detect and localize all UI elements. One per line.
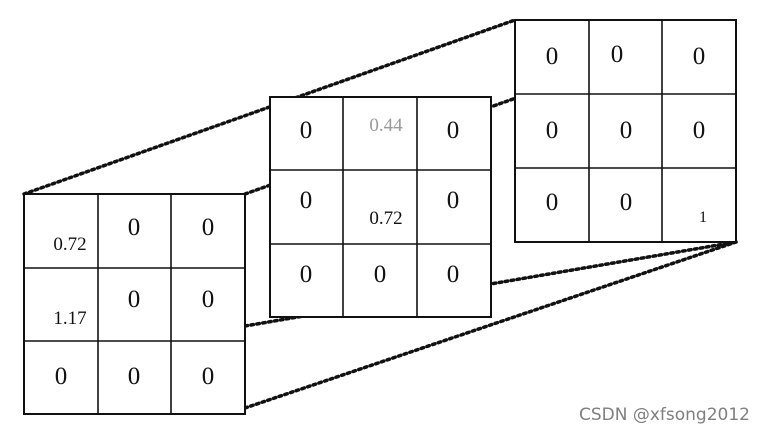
cell-back-r2c1: 0	[546, 117, 559, 144]
cell-front-r2c3: 0	[202, 286, 215, 313]
cell-front-r2c1: 1.17	[53, 308, 86, 329]
cell-middle-r1c1: 0	[300, 117, 313, 144]
matrix-back-frame	[514, 19, 737, 243]
cell-back-r1c3: 0	[693, 43, 706, 70]
cell-front-r3c3: 0	[202, 363, 215, 390]
matrix-front: 0.72 0 0 1.17 0 0 0 0 0	[23, 193, 246, 415]
cell-middle-r1c2: 0.44	[369, 115, 403, 136]
cell-front-r3c1: 0	[55, 363, 68, 390]
cell-middle-r3c1: 0	[300, 261, 313, 288]
matrix-middle-grid	[270, 97, 491, 317]
csdn-watermark: CSDN @xfsong2012	[578, 405, 750, 425]
matrix-back: 0 0 0 0 0 0 0 0 1	[514, 19, 737, 243]
matrix-middle: 0 0.44 0 0 0.72 0 0 0 0	[269, 96, 492, 318]
matrix-middle-frame	[269, 96, 492, 318]
cell-back-r3c1: 0	[546, 189, 559, 216]
cell-middle-r2c3: 0	[447, 187, 460, 214]
cell-front-r2c2: 0	[128, 286, 141, 313]
cell-middle-r3c3: 0	[447, 261, 460, 288]
cell-middle-r2c2: 0.72	[369, 208, 402, 229]
cell-front-r3c2: 0	[128, 363, 141, 390]
cell-back-r2c2: 0	[620, 117, 633, 144]
cell-middle-r3c2: 0	[374, 261, 387, 288]
cell-middle-r1c3: 0	[447, 117, 460, 144]
cell-front-r1c2: 0	[128, 214, 141, 241]
matrix-front-grid	[24, 194, 245, 414]
cell-back-r2c3: 0	[693, 117, 706, 144]
cell-front-r1c3: 0	[202, 214, 215, 241]
cell-back-r3c2: 0	[620, 189, 633, 216]
cell-back-r1c1: 0	[546, 43, 559, 70]
cell-back-r3c3: 1	[699, 209, 707, 226]
cell-middle-r2c1: 0	[300, 187, 313, 214]
cell-front-r1c1: 0.72	[53, 234, 86, 255]
connector-bottom-right	[243, 240, 738, 410]
cell-back-r1c2: 0	[611, 41, 624, 68]
matrix-back-grid	[515, 20, 736, 242]
matrix-front-frame	[23, 193, 246, 415]
